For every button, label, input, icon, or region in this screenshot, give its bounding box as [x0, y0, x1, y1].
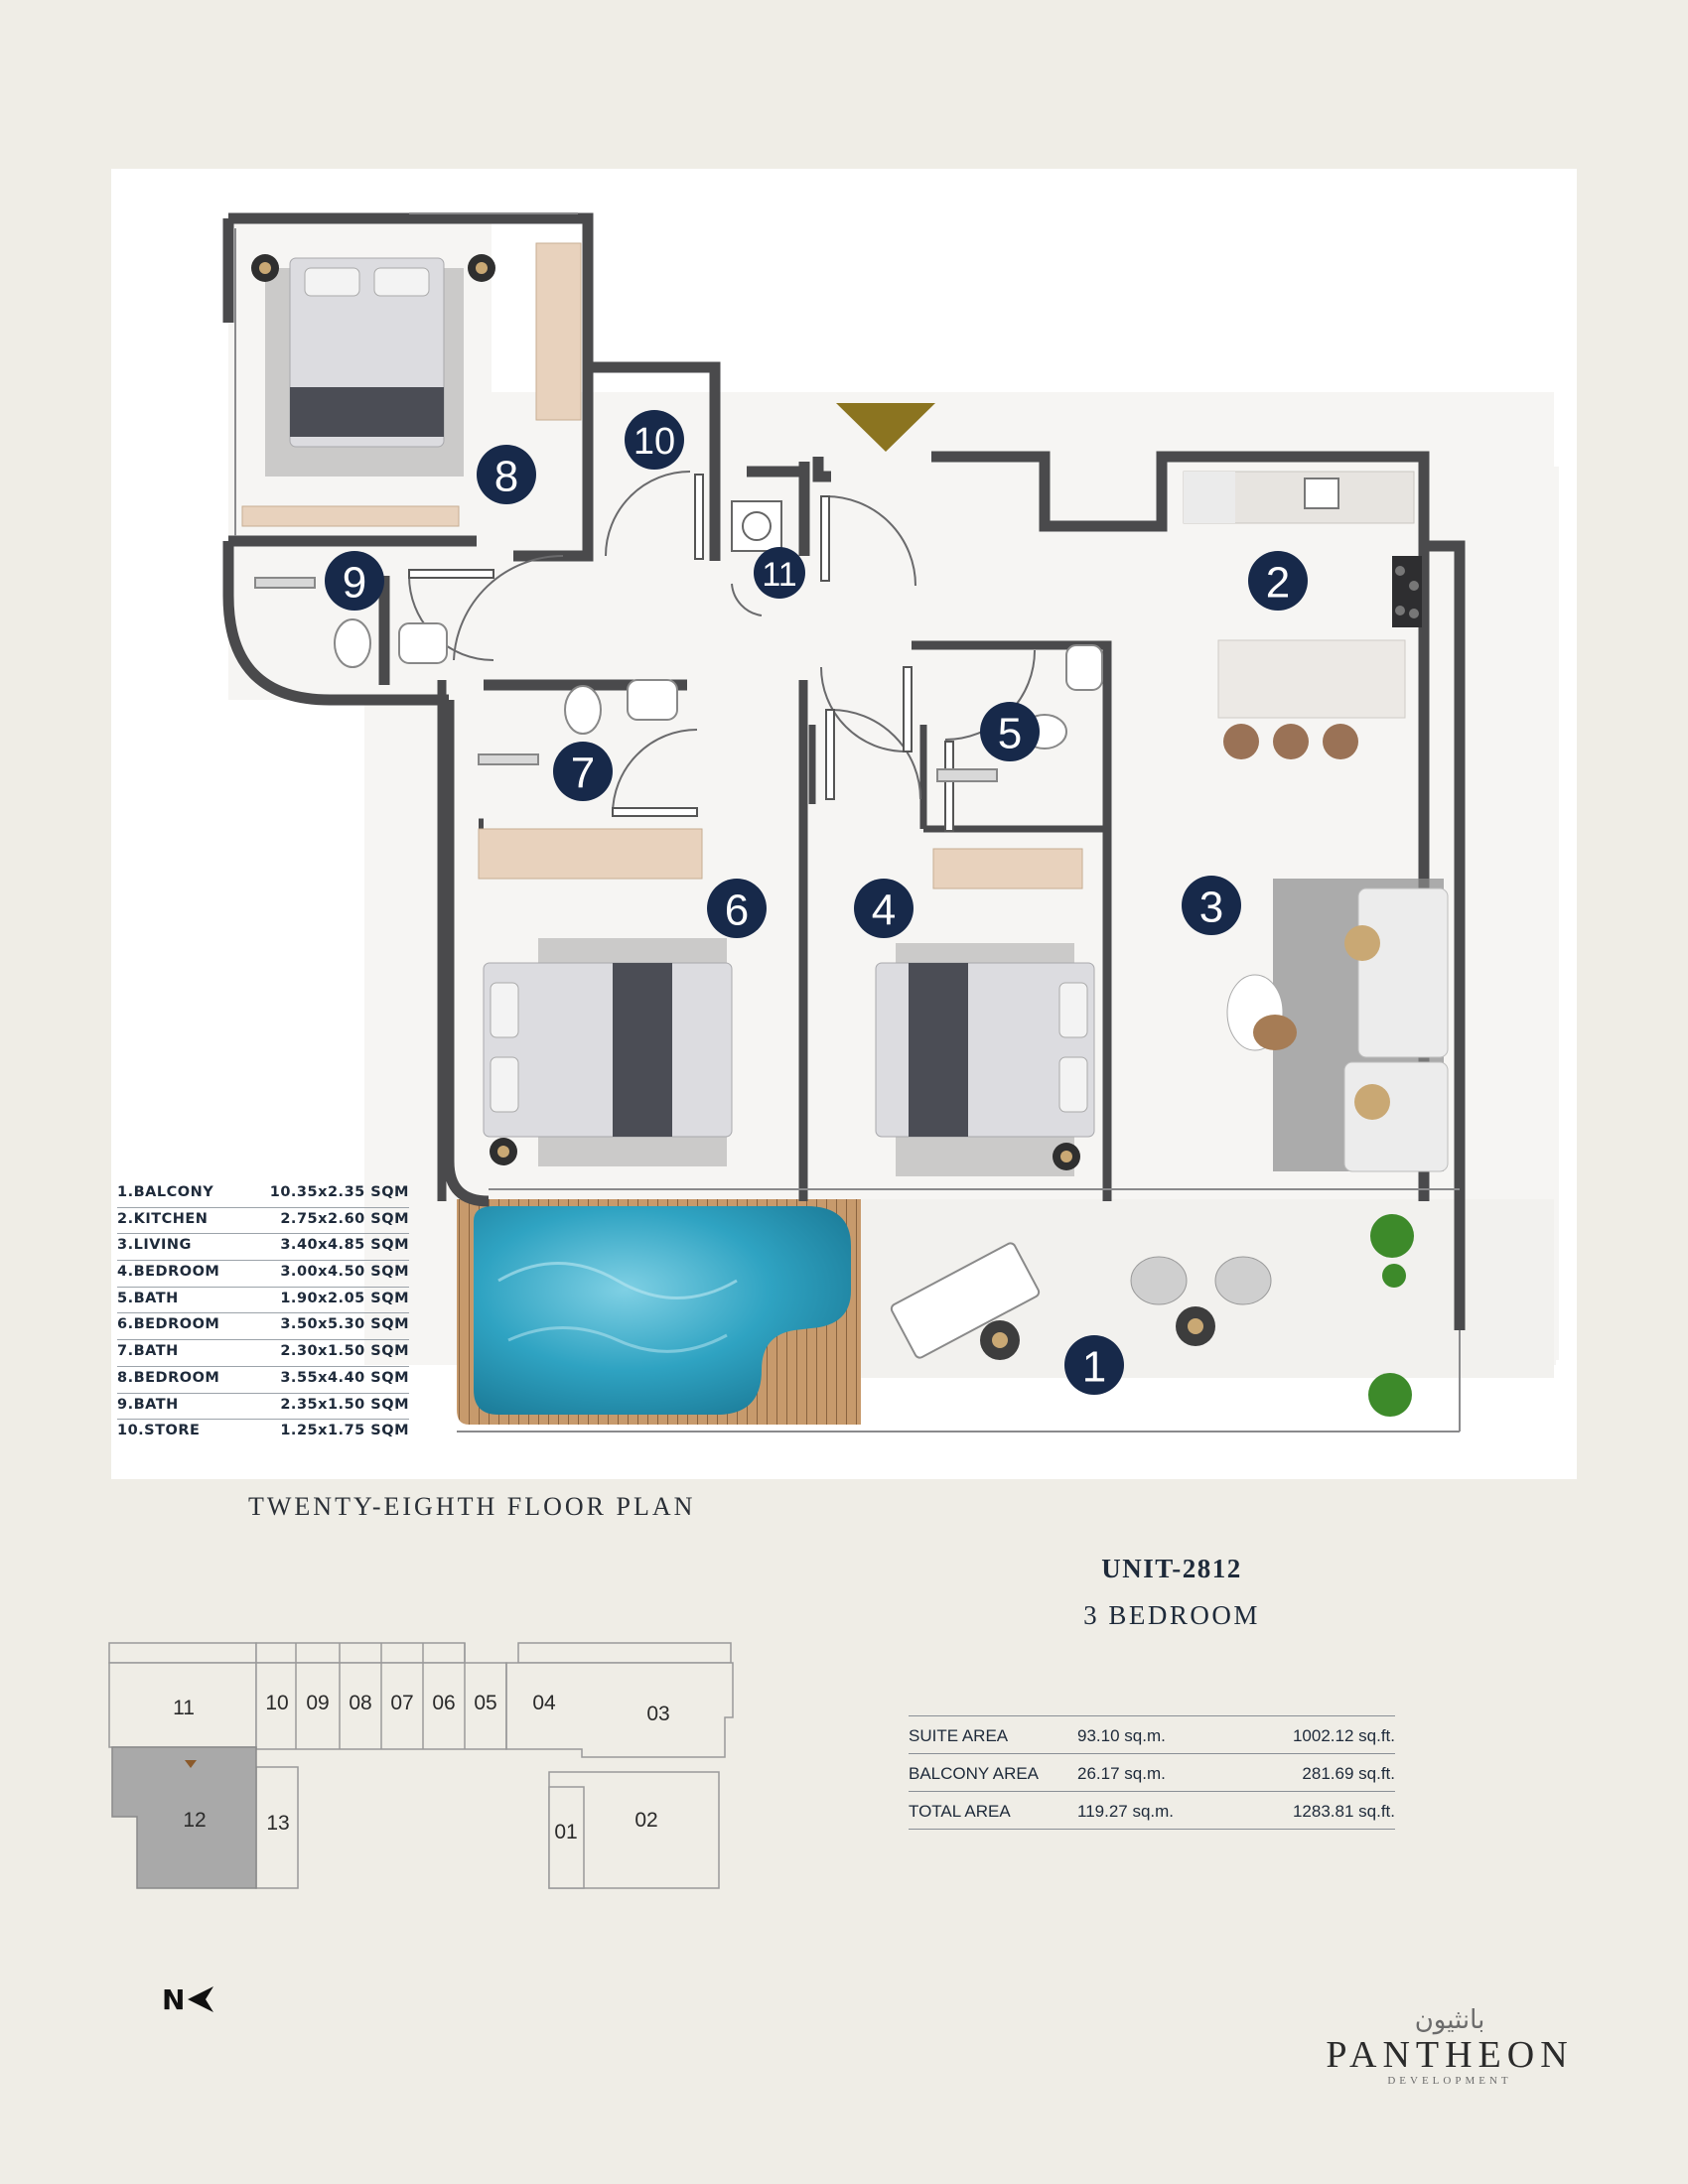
svg-text:8: 8	[494, 453, 518, 501]
north-indicator: N	[162, 1983, 213, 2016]
room-marker-7: 7	[553, 742, 613, 801]
floor-plan-drawing: 1 2 3 4 5 6 7 8 9 10 11	[222, 212, 1559, 1433]
bath-fixtures	[254, 577, 1103, 782]
floor-title: TWENTY-EIGHTH FLOOR PLAN	[248, 1492, 696, 1521]
keyplan-unit-03: 03	[646, 1703, 669, 1725]
room-marker-11: 11	[754, 547, 805, 599]
door-leaves	[408, 474, 954, 832]
svg-text:6: 6	[725, 887, 749, 935]
bed-room-4	[875, 943, 1095, 1176]
keyplan-unit-01: 01	[554, 1821, 577, 1843]
room-marker-2: 2	[1248, 551, 1308, 611]
svg-text:9: 9	[343, 559, 366, 608]
svg-text:4: 4	[872, 887, 896, 935]
keyplan-highlight-unit	[111, 1746, 257, 1889]
svg-text:2: 2	[1266, 559, 1290, 608]
window-lines	[234, 212, 1461, 1433]
key-plan: 11 10 09 08 07 06 05 04 03 12 13 01 02	[108, 1642, 734, 1889]
svg-text:1: 1	[1082, 1343, 1106, 1392]
bed-room-8	[251, 254, 495, 477]
walls	[222, 212, 1466, 1330]
svg-text:7: 7	[571, 750, 595, 798]
svg-text:3: 3	[1199, 884, 1223, 932]
svg-text:5: 5	[998, 710, 1022, 758]
keyplan-unit-07: 07	[390, 1692, 413, 1714]
room-marker-4: 4	[854, 879, 914, 938]
floor-plan-panel: 1 2 3 4 5 6 7 8 9 10 11	[111, 169, 1577, 1479]
room-marker-6: 6	[707, 879, 767, 938]
pool	[474, 1206, 851, 1415]
keyplan-unit-05: 05	[474, 1692, 496, 1714]
svg-text:10: 10	[633, 421, 675, 463]
keyplan-unit-13: 13	[266, 1812, 289, 1835]
room-marker-5: 5	[980, 702, 1040, 761]
keyplan-unit-09: 09	[306, 1692, 329, 1714]
utility-unit	[731, 500, 782, 552]
door-swings	[408, 471, 1036, 815]
brand-logo: بانثيون PANTHEON DEVELOPMENT	[1326, 2005, 1574, 2087]
keyplan-unit-11: 11	[173, 1697, 195, 1719]
bed-room-6	[483, 938, 733, 1166]
unit-number: UNIT-2812	[1101, 1554, 1242, 1583]
keyplan-unit-04: 04	[532, 1692, 556, 1714]
room-marker-1: 1	[1064, 1335, 1124, 1395]
room-marker-8: 8	[477, 445, 536, 504]
keyplan-unit-12: 12	[183, 1809, 206, 1832]
keyplan-unit-02: 02	[634, 1809, 657, 1832]
north-arrow-icon	[188, 1986, 213, 2012]
wardrobes	[241, 242, 1083, 889]
unit-type: 3 BEDROOM	[1083, 1600, 1260, 1630]
living-furniture	[1226, 879, 1449, 1172]
svg-text:11: 11	[762, 556, 796, 594]
balcony-furniture	[890, 1214, 1414, 1417]
keyplan-unit-06: 06	[432, 1692, 455, 1714]
entry-triangle-icon	[836, 403, 935, 452]
keyplan-unit-10: 10	[265, 1692, 288, 1714]
keyplan-unit-08: 08	[349, 1692, 371, 1714]
room-marker-9: 9	[325, 551, 384, 611]
room-marker-3: 3	[1182, 876, 1241, 935]
room-marker-10: 10	[625, 410, 684, 470]
kitchen-counter	[1183, 471, 1422, 759]
